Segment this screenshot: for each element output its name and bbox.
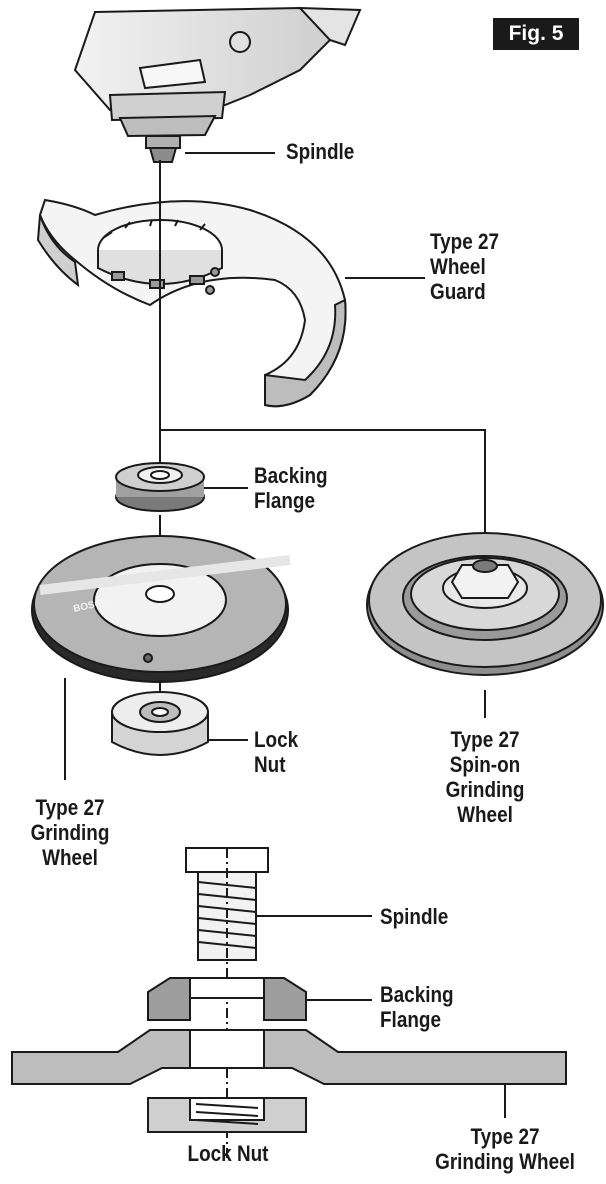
label-wheel-guard-line2: Wheel (430, 254, 486, 279)
label-wheel-guard: Type 27 Wheel Guard (430, 229, 499, 304)
label-grinding-wheel: Type 27 Grinding Wheel (17, 795, 124, 870)
label-spin-on-wheel-line3: Grinding (445, 777, 525, 802)
section-backing-flange (147, 977, 307, 1021)
label-lock-nut: Lock Nut (254, 727, 298, 777)
label-spin-on-wheel-line1: Type 27 (450, 727, 520, 752)
label-lock-nut-line2: Nut (254, 752, 286, 777)
figure-badge: Fig. 5 (493, 18, 579, 50)
wheel-guard (36, 198, 347, 408)
lock-nut-part (111, 680, 209, 756)
label-section-flange-line1: Backing (380, 982, 454, 1007)
section-lock-nut (147, 1097, 307, 1133)
label-lock-nut-line1: Lock (254, 727, 299, 752)
label-wheel-guard-line3: Guard (430, 279, 486, 304)
branch-line (160, 429, 486, 555)
grinder-tool (73, 6, 362, 163)
label-section-spindle: Spindle (380, 904, 449, 929)
grinding-wheel-part (31, 535, 291, 683)
label-spin-on-wheel: Type 27 Spin-on Grinding Wheel (429, 727, 541, 827)
label-section-grinding-wheel: Type 27 Grinding Wheel (423, 1124, 586, 1174)
label-section-wheel-line1: Type 27 (470, 1124, 540, 1149)
label-spin-on-wheel-line4: Wheel (457, 802, 513, 827)
label-backing-flange-line2: Flange (254, 488, 315, 513)
label-grinding-wheel-line1: Type 27 (35, 795, 105, 820)
spin-on-wheel-part (366, 532, 604, 676)
section-grinding-wheel (11, 1029, 567, 1085)
label-spin-on-wheel-line2: Spin-on (449, 752, 521, 777)
label-section-wheel-line2: Grinding Wheel (435, 1149, 575, 1174)
label-grinding-wheel-line2: Grinding (30, 820, 110, 845)
label-backing-flange-line1: Backing (254, 463, 328, 488)
label-backing-flange: Backing Flange (254, 463, 328, 513)
label-spindle: Spindle (286, 139, 355, 164)
label-section-backing-flange: Backing Flange (380, 982, 454, 1032)
label-grinding-wheel-line3: Wheel (42, 845, 98, 870)
backing-flange-part (115, 462, 205, 512)
label-section-flange-line2: Flange (380, 1007, 441, 1032)
label-wheel-guard-line1: Type 27 (430, 229, 500, 254)
label-section-lock-nut: Lock Nut (187, 1141, 269, 1166)
